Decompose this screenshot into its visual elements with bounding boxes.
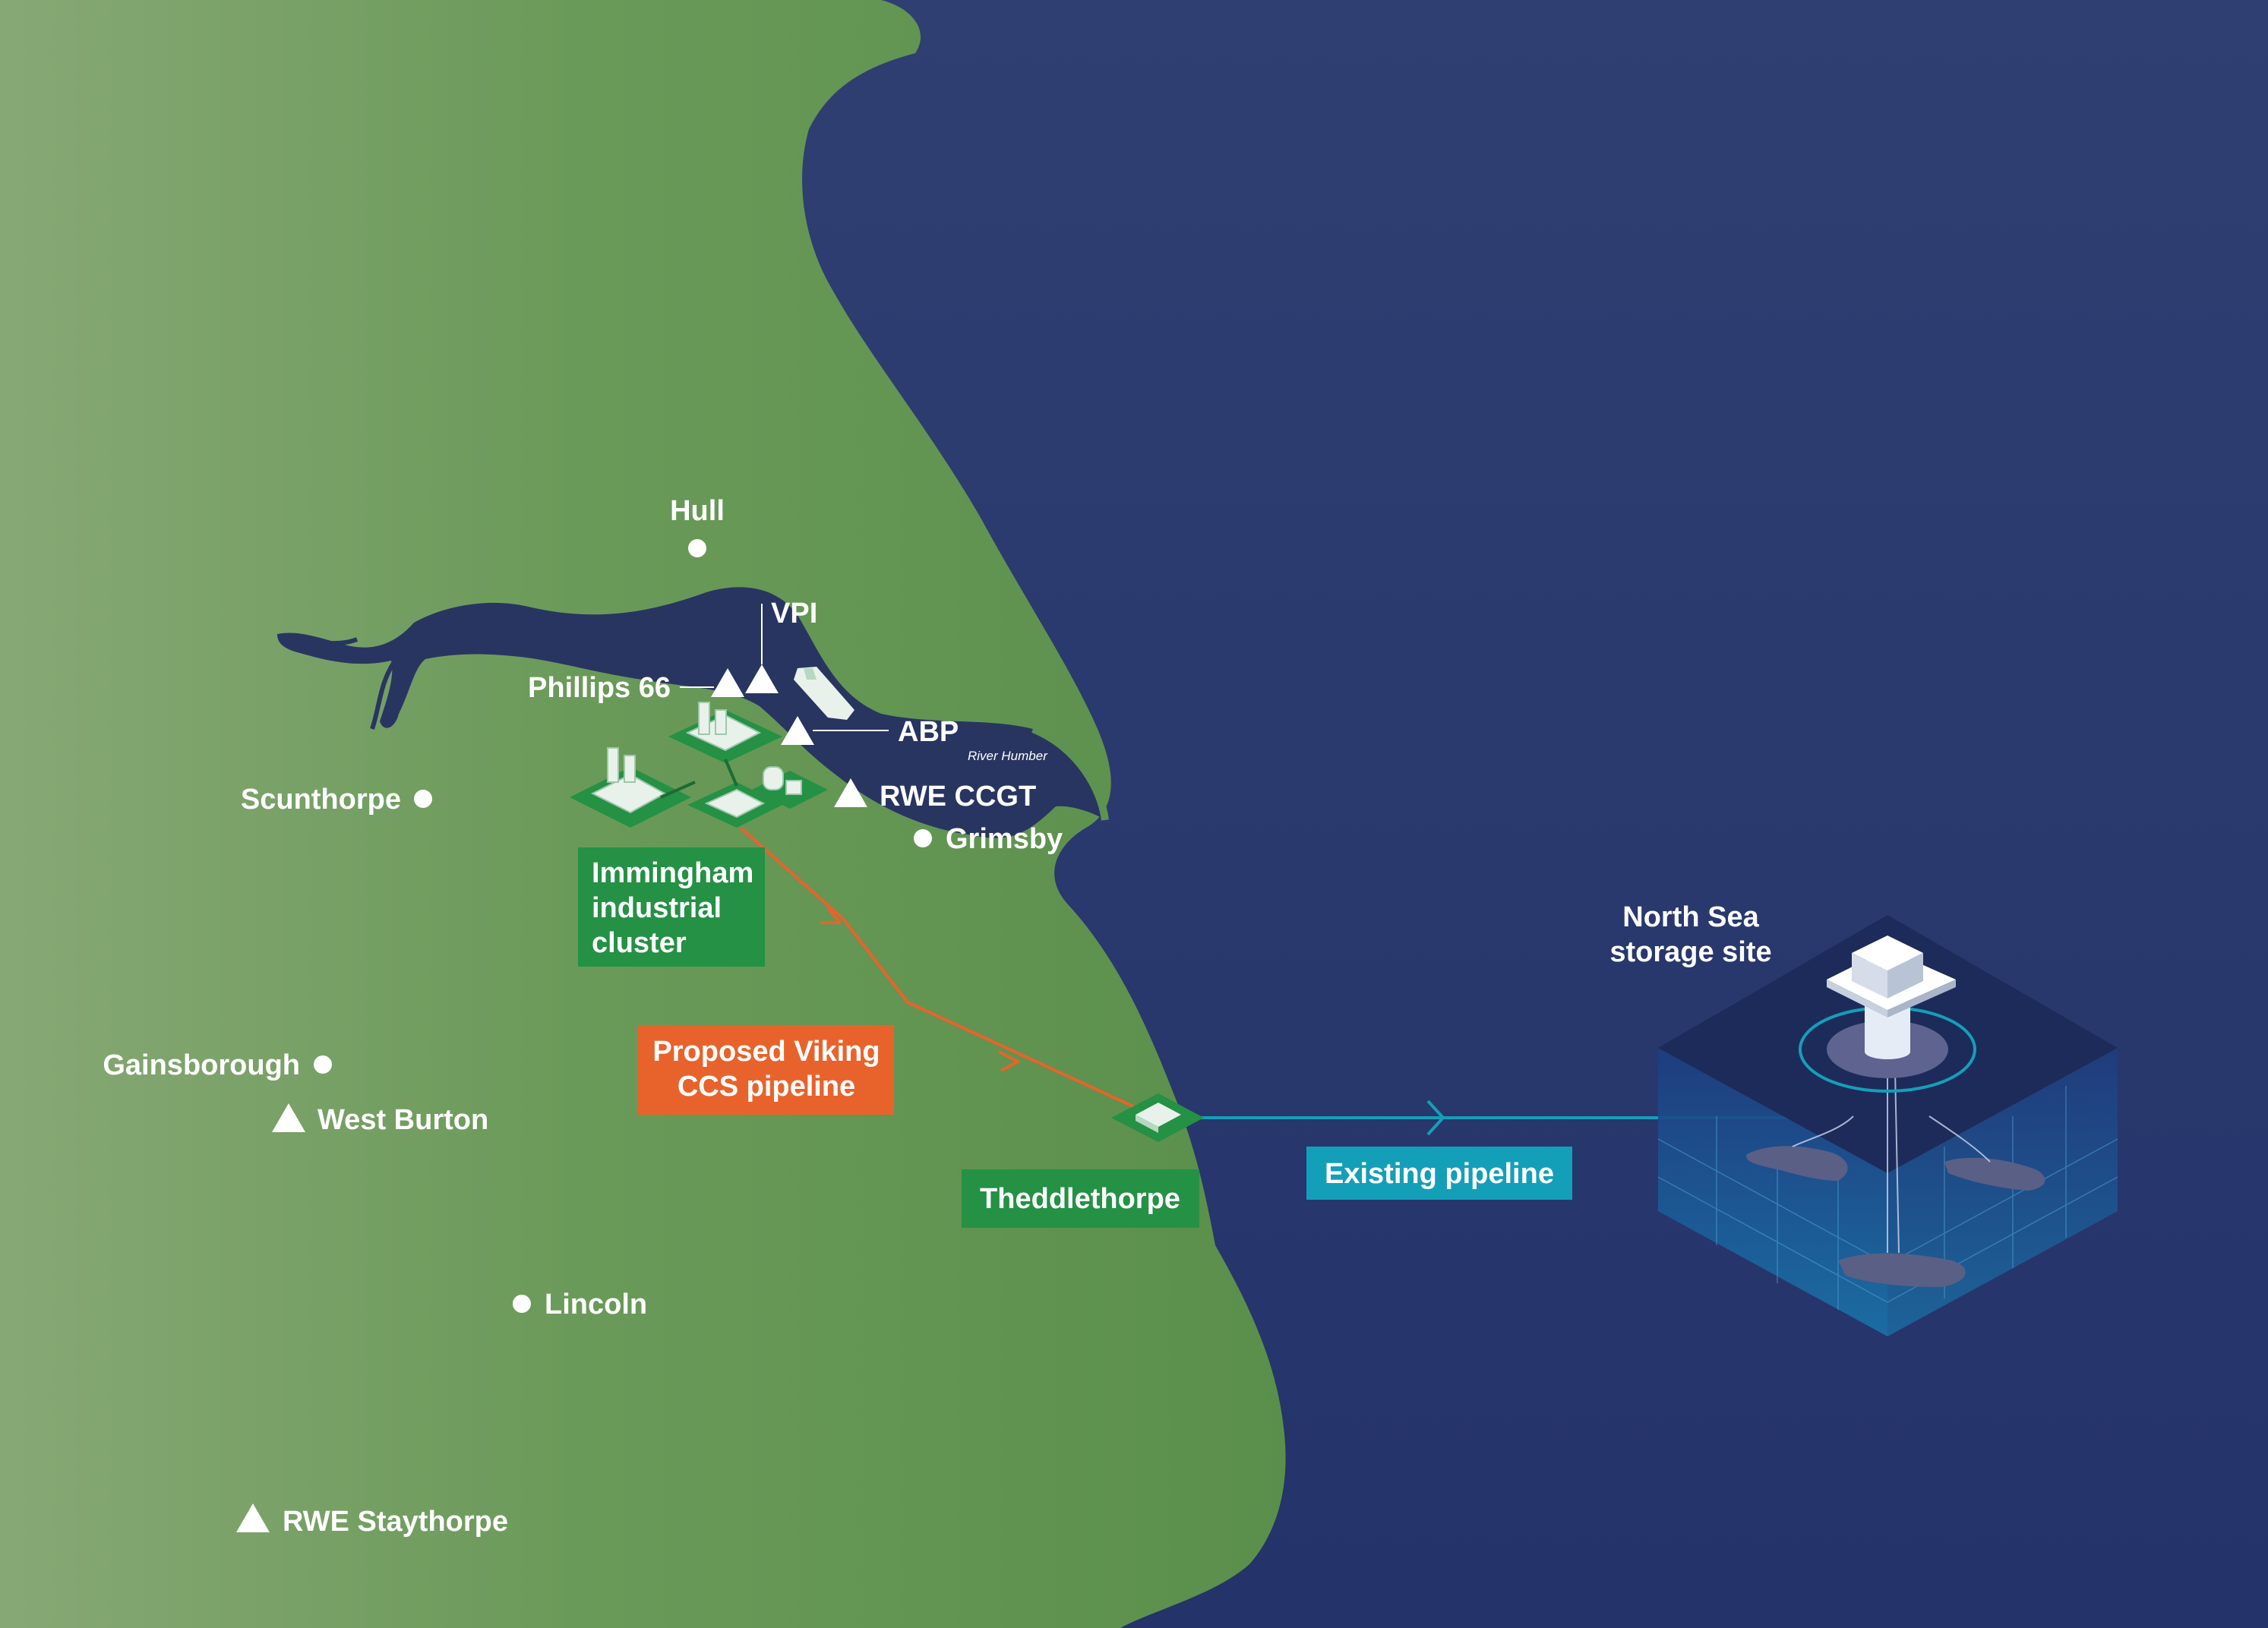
city-marker-lincoln <box>513 1295 531 1313</box>
storage-site-block <box>1657 915 2118 1336</box>
site-marker-rwe-staythorpe <box>236 1503 270 1532</box>
site-marker-vpi <box>745 664 779 693</box>
label-phillips66: Phillips 66 <box>528 672 671 704</box>
city-marker-grimsby <box>914 829 932 847</box>
site-marker-west-burton <box>272 1103 305 1132</box>
ship-icon <box>794 667 854 720</box>
river-humber <box>277 587 1105 838</box>
city-marker-scunthorpe <box>414 790 432 808</box>
label-scunthorpe: Scunthorpe <box>241 784 401 816</box>
theddlethorpe-terminal-icon <box>1111 1093 1204 1142</box>
theddlethorpe-label-box <box>962 1169 1199 1228</box>
river-humber-east-bank <box>1031 725 1109 821</box>
reservoir-1 <box>1746 1146 1848 1181</box>
immingham-label-box <box>578 847 765 967</box>
site-marker-rwe-ccgt <box>834 778 867 807</box>
label-lincoln: Lincoln <box>545 1289 647 1320</box>
label-river-humber: River Humber <box>968 749 1048 763</box>
proposed-pipeline-arrow-2 <box>998 1050 1022 1072</box>
label-gainsborough: Gainsborough <box>103 1049 300 1081</box>
viking-pipeline-label-line-2: CCS pipeline <box>678 1071 855 1103</box>
theddlethorpe-label: Theddlethorpe <box>980 1183 1180 1215</box>
existing-pipeline-label-box <box>1306 1147 1572 1200</box>
site-marker-abp <box>781 716 814 745</box>
label-grimsby: Grimsby <box>946 823 1063 855</box>
label-west-burton: West Burton <box>317 1104 488 1136</box>
label-rwe-staythorpe: RWE Staythorpe <box>283 1506 508 1538</box>
reservoir-2 <box>1944 1157 2045 1191</box>
city-marker-hull <box>688 539 706 557</box>
north-sea-label-line-2: storage site <box>1609 936 1771 968</box>
label-vpi: VPI <box>771 598 817 629</box>
existing-pipeline-label: Existing pipeline <box>1325 1158 1554 1190</box>
immingham-label-line-3: cluster <box>592 927 687 959</box>
immingham-cluster-illustration <box>570 702 828 828</box>
immingham-label-line-1: Immingham <box>592 857 753 889</box>
north-sea-label-line-1: North Sea <box>1622 901 1759 933</box>
viking-pipeline-label-line-1: Proposed Viking <box>652 1036 880 1068</box>
site-marker-phillips66 <box>711 668 744 697</box>
immingham-label-line-2: industrial <box>592 892 722 924</box>
viking-pipeline-label-box <box>637 1025 894 1115</box>
existing-pipeline-arrow <box>1426 1100 1445 1136</box>
label-hull: Hull <box>670 495 725 527</box>
label-abp: ABP <box>898 716 959 748</box>
city-marker-gainsborough <box>314 1055 332 1074</box>
proposed-pipeline-arrow-1 <box>820 906 842 924</box>
proposed-viking-pipeline <box>739 826 1155 1118</box>
label-rwe-ccgt: RWE CCGT <box>880 781 1036 812</box>
river-humber-tributary <box>311 637 397 730</box>
reservoir-3 <box>1838 1253 1966 1287</box>
